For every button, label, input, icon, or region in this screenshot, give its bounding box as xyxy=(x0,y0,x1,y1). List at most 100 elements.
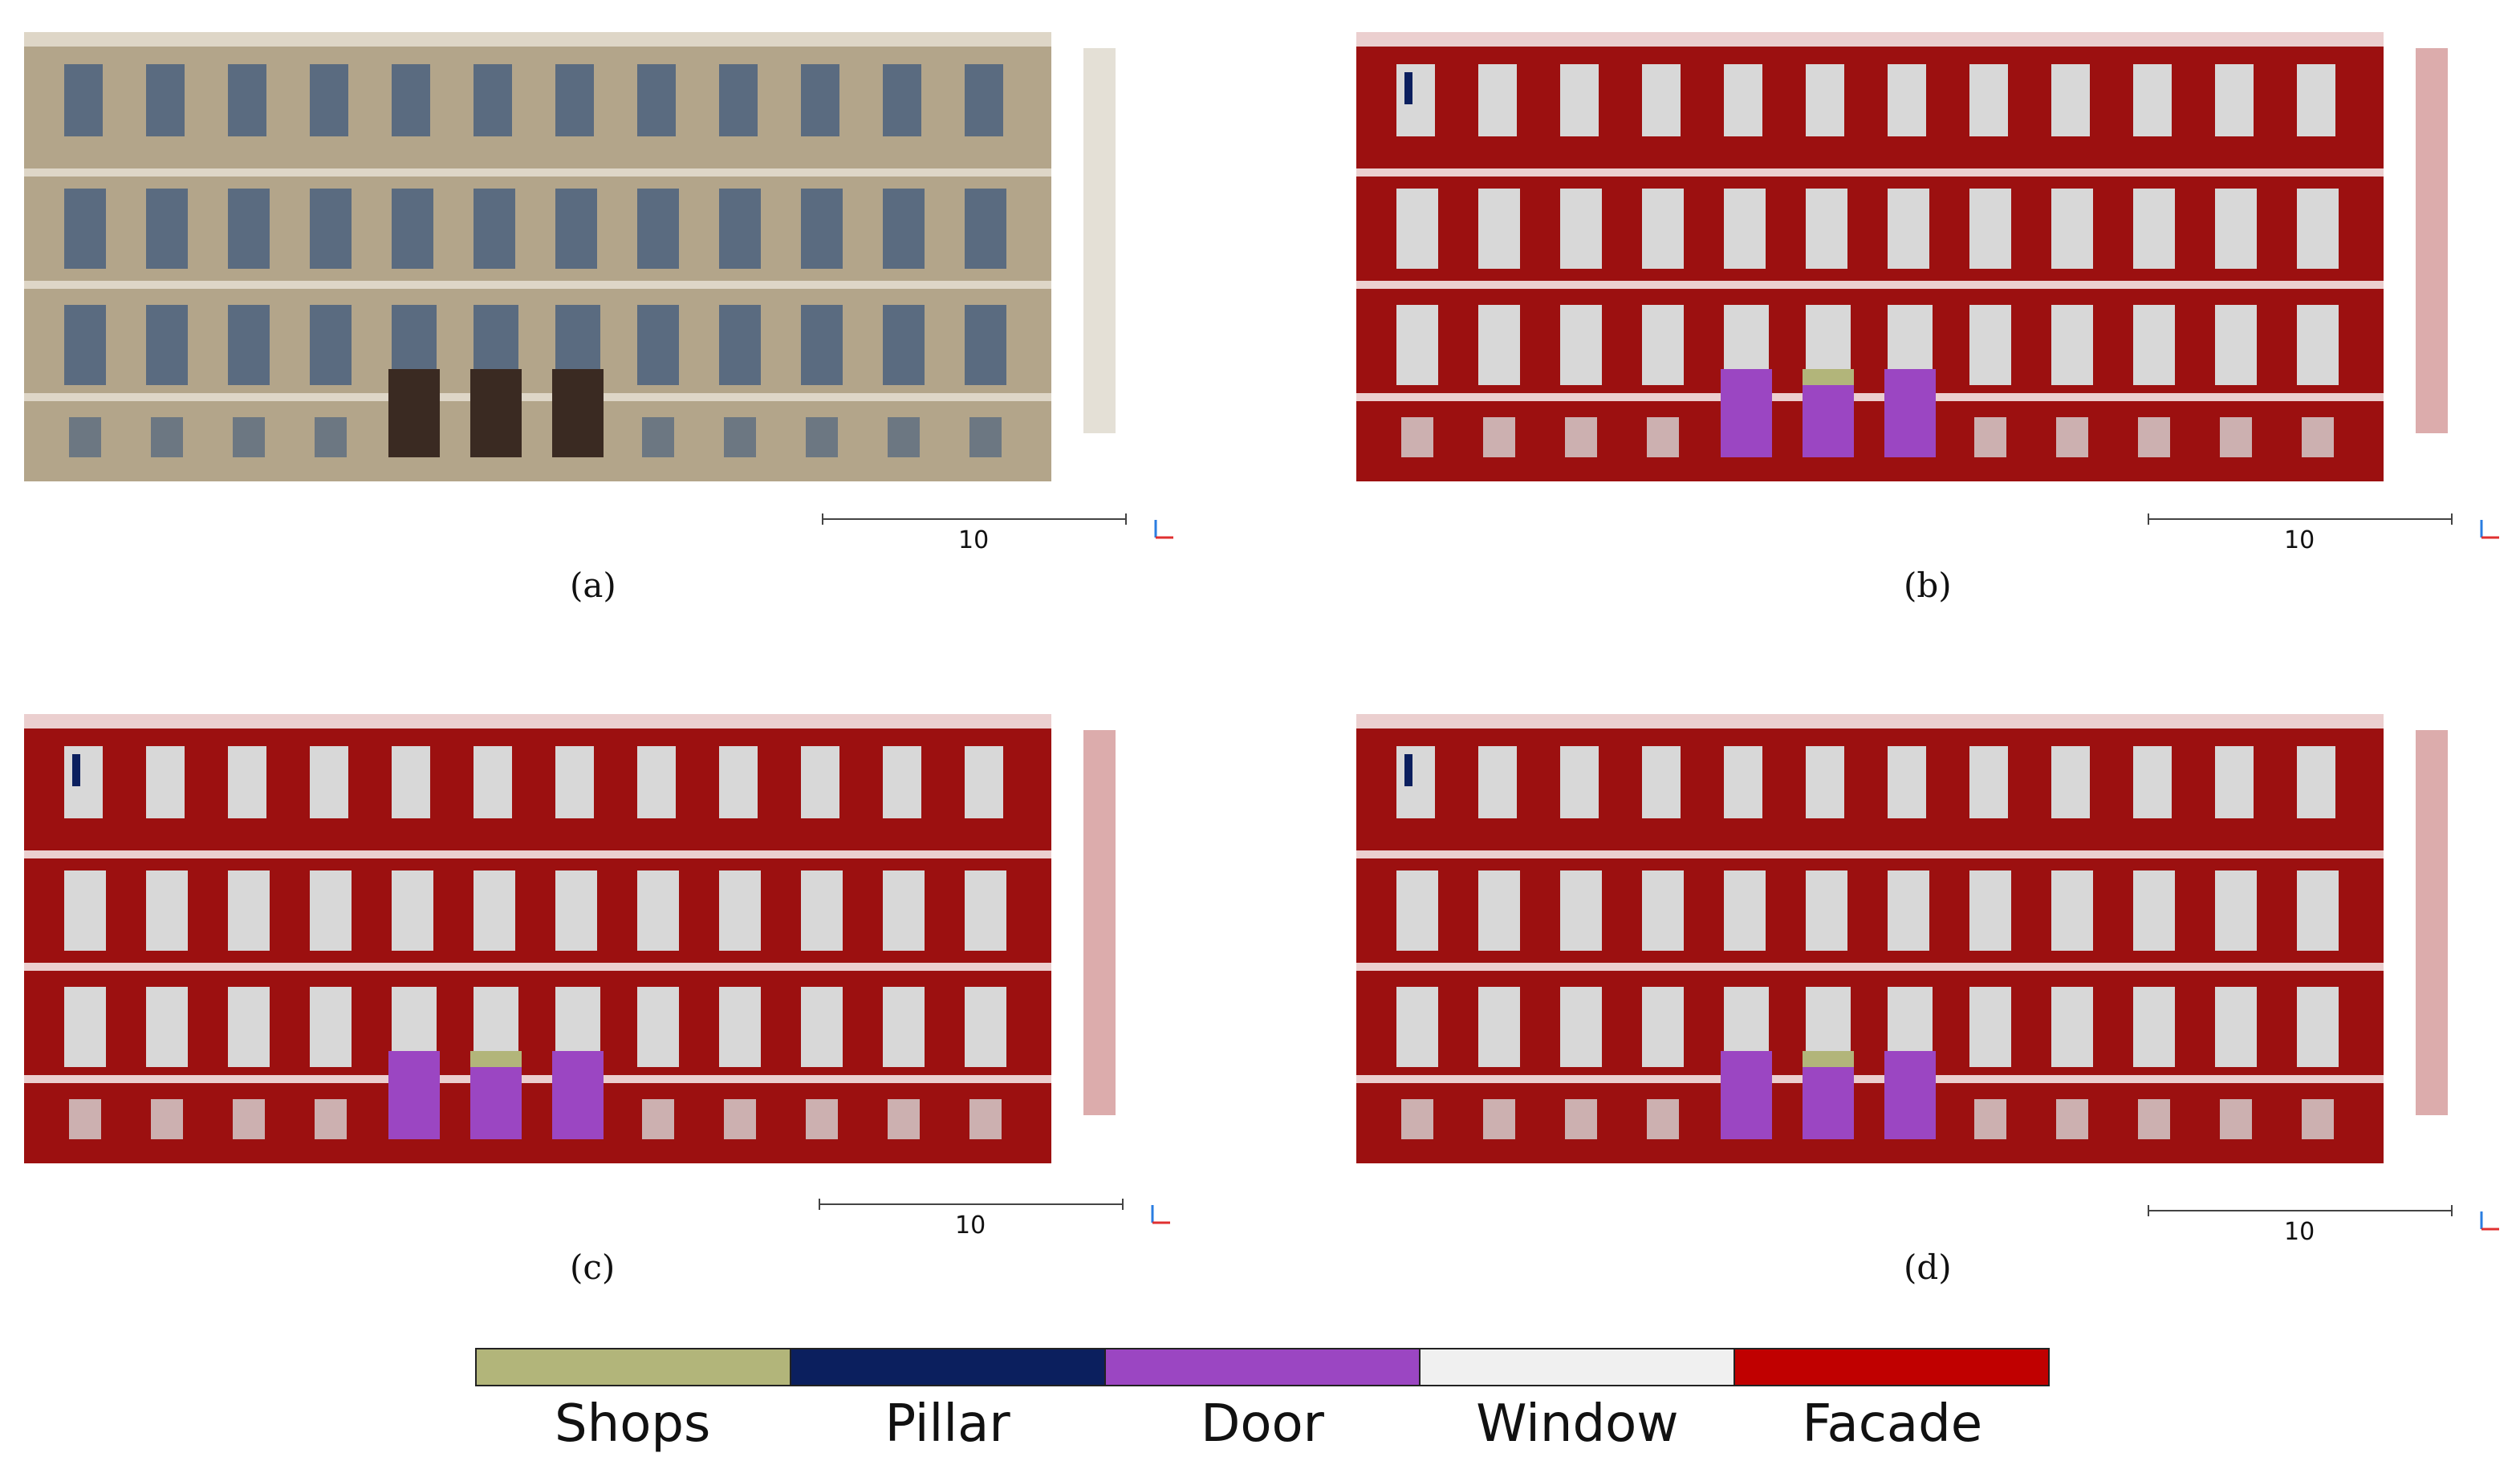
window-middle xyxy=(1969,189,2011,269)
window-upper xyxy=(2133,746,2172,818)
window-transom xyxy=(392,305,437,377)
window-upper xyxy=(1396,746,1435,818)
window-middle xyxy=(1642,870,1684,951)
window-lower xyxy=(719,305,761,385)
window-upper xyxy=(1642,64,1681,136)
basement-window xyxy=(888,417,920,457)
basement-window xyxy=(1565,417,1597,457)
window-lower xyxy=(310,987,352,1067)
window-middle xyxy=(64,870,106,951)
window-middle xyxy=(392,189,433,269)
window-upper xyxy=(64,746,103,818)
window-middle xyxy=(883,870,925,951)
window-upper xyxy=(146,64,185,136)
door xyxy=(388,369,440,457)
floor-band xyxy=(24,281,1051,289)
basement-window xyxy=(233,1099,265,1139)
basement-window xyxy=(315,417,347,457)
window-transom xyxy=(474,305,518,377)
window-upper xyxy=(146,746,185,818)
window-middle xyxy=(637,870,679,951)
window-middle xyxy=(801,189,843,269)
facade-wall xyxy=(24,714,1051,1163)
window-lower xyxy=(228,987,270,1067)
panel-a xyxy=(16,16,1196,594)
window-middle xyxy=(228,189,270,269)
floor-band xyxy=(1356,714,2384,728)
window-lower xyxy=(2297,987,2339,1067)
scale-label-b: 10 xyxy=(2284,526,2315,554)
window-upper xyxy=(555,746,594,818)
window-upper xyxy=(801,64,839,136)
scale-bar-d: 10 xyxy=(2148,1205,2453,1246)
caption-c: (c) xyxy=(570,1248,616,1287)
pillar-mark xyxy=(1404,72,1412,104)
window-middle xyxy=(310,870,352,951)
caption-d: (d) xyxy=(1904,1248,1952,1287)
basement-window xyxy=(2138,1099,2170,1139)
legend-swatch-pillar xyxy=(791,1349,1106,1385)
scale-label-a: 10 xyxy=(958,526,990,554)
window-middle xyxy=(2297,189,2339,269)
window-upper xyxy=(1642,746,1681,818)
panel-d xyxy=(1348,698,2520,1276)
floor-band xyxy=(24,714,1051,728)
window-middle xyxy=(1478,870,1520,951)
window-middle xyxy=(1560,189,1602,269)
window-upper xyxy=(719,746,758,818)
caption-b: (b) xyxy=(1904,566,1952,605)
legend-labels: Shops Pillar Door Window Facade xyxy=(475,1394,2050,1454)
window-middle xyxy=(1642,189,1684,269)
basement-window xyxy=(1647,1099,1679,1139)
caption-a: (a) xyxy=(570,566,616,605)
window-middle xyxy=(2297,870,2339,951)
window-middle xyxy=(1560,870,1602,951)
window-upper xyxy=(965,64,1003,136)
basement-window xyxy=(2056,417,2088,457)
window-upper xyxy=(801,746,839,818)
basement-window xyxy=(2302,1099,2334,1139)
window-middle xyxy=(1969,870,2011,951)
window-lower xyxy=(310,305,352,385)
side-fragment xyxy=(1083,48,1116,433)
window-lower xyxy=(637,987,679,1067)
window-middle xyxy=(474,870,515,951)
window-upper xyxy=(474,64,512,136)
window-transom xyxy=(1806,305,1851,377)
floor-band xyxy=(1356,32,2384,47)
side-fragment xyxy=(1083,730,1116,1115)
window-upper xyxy=(1806,64,1844,136)
side-fragment xyxy=(2416,48,2448,433)
window-lower xyxy=(1396,987,1438,1067)
legend-swatch-facade xyxy=(1735,1349,2048,1385)
facade-wall xyxy=(1356,32,2384,481)
window-lower xyxy=(228,305,270,385)
window-upper xyxy=(1560,746,1599,818)
window-middle xyxy=(1724,870,1766,951)
window-middle xyxy=(474,189,515,269)
window-lower xyxy=(883,305,925,385)
basement-window xyxy=(888,1099,920,1139)
basement-window xyxy=(151,417,183,457)
window-lower xyxy=(1478,987,1520,1067)
floor-band xyxy=(24,1075,1051,1083)
basement-window xyxy=(1974,1099,2006,1139)
window-middle xyxy=(392,870,433,951)
door xyxy=(552,369,604,457)
window-upper xyxy=(1560,64,1599,136)
window-upper xyxy=(883,64,921,136)
floor-band xyxy=(1356,850,2384,858)
window-middle xyxy=(228,870,270,951)
window-lower xyxy=(2051,987,2093,1067)
window-upper xyxy=(2051,746,2090,818)
basement-window xyxy=(1565,1099,1597,1139)
window-lower xyxy=(64,987,106,1067)
window-upper xyxy=(2051,64,2090,136)
window-middle xyxy=(965,189,1006,269)
basement-window xyxy=(69,1099,101,1139)
window-lower xyxy=(1560,305,1602,385)
window-upper xyxy=(2133,64,2172,136)
basement-window xyxy=(642,417,674,457)
legend-label-shops: Shops xyxy=(555,1394,711,1454)
pillar-mark xyxy=(72,754,80,786)
